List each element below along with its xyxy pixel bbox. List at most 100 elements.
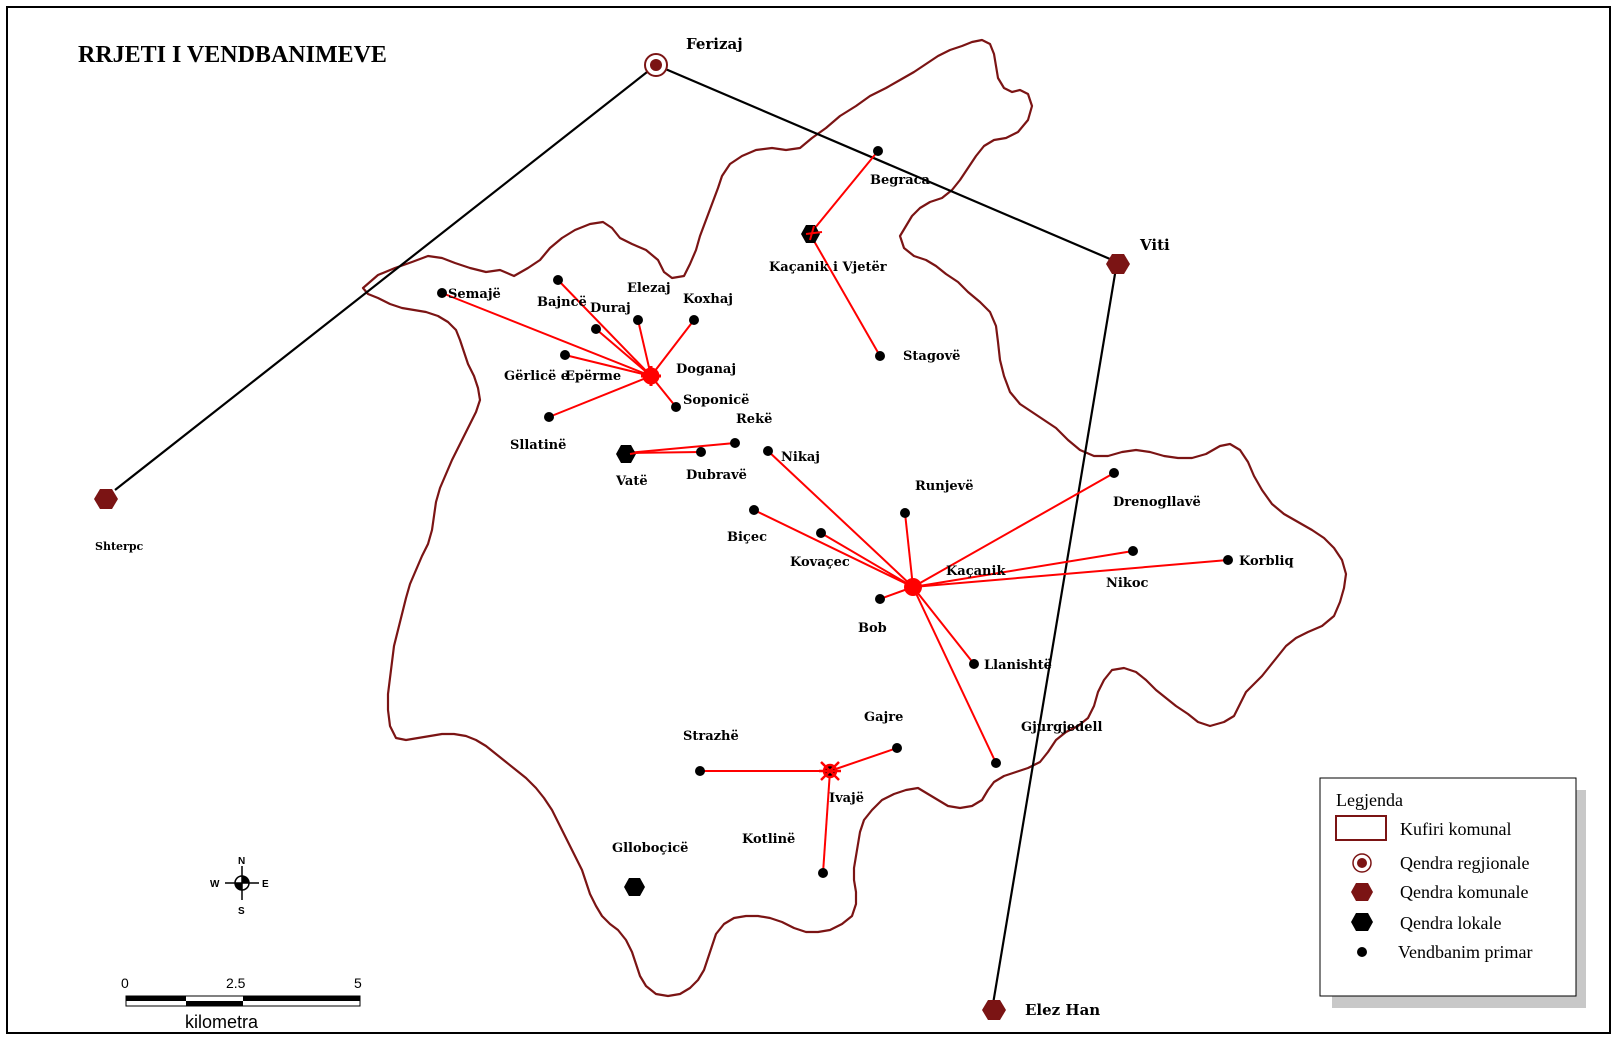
municipal-center-shterpc-icon[interactable] — [94, 489, 118, 509]
label-bicec: Biçec — [727, 530, 767, 545]
link — [441, 292, 652, 377]
local-center-gllobocice-icon[interactable] — [624, 878, 645, 896]
link — [822, 770, 831, 874]
label-gajre: Gajre — [864, 710, 903, 725]
link — [809, 150, 879, 235]
settlement-dot-koxhaj[interactable] — [689, 315, 699, 325]
hub-kacanik-icon[interactable] — [904, 578, 922, 596]
settlement-dot-sllatine[interactable] — [544, 412, 554, 422]
link — [637, 319, 652, 377]
label-runjeve: Runjevë — [915, 479, 974, 494]
label-elezaj: Elezaj — [627, 281, 671, 296]
municipal-center-elez-han-icon[interactable] — [982, 1000, 1006, 1020]
label-stagove: Stagovë — [903, 349, 960, 364]
legend-item-border: Kufiri komunal — [1400, 819, 1511, 839]
settlement-dot-stagove[interactable] — [875, 351, 885, 361]
link — [820, 532, 914, 588]
settlement-dot-bob[interactable] — [875, 594, 885, 604]
settlement-dot-runjeve[interactable] — [900, 508, 910, 518]
link — [557, 279, 652, 377]
label-vate: Vatë — [615, 474, 648, 489]
hub-ivaje-icon[interactable] — [819, 761, 841, 781]
map-title: RRJETI I VENDBANIMEVE — [78, 42, 387, 68]
settlement-dot-kotline[interactable] — [818, 868, 828, 878]
settlement-dot-duraj[interactable] — [591, 324, 601, 334]
municipal-centers — [94, 254, 1130, 1020]
settlement-dot-elezaj[interactable] — [633, 315, 643, 325]
label-gjurgjedell: Gjurgjedell — [1021, 720, 1102, 735]
label-reke: Rekë — [736, 412, 772, 427]
settlement-dot-soponice[interactable] — [671, 402, 681, 412]
label-gllobocice: Glloboçicë — [612, 841, 688, 856]
settlement-dot-semaje[interactable] — [437, 288, 447, 298]
link — [767, 450, 914, 588]
scale-tick-end: 5 — [354, 975, 362, 991]
label-shterpc: Shterpc — [95, 540, 144, 553]
municipal-border — [361, 38, 1348, 998]
settlement-dot-drenogllave[interactable] — [1109, 468, 1119, 478]
regional-center-ferizaj-icon[interactable] — [644, 53, 668, 77]
scale-tick-0: 0 — [121, 975, 129, 991]
legend-item-regional: Qendra regjionale — [1400, 853, 1529, 873]
settlement-dot-bicec[interactable] — [749, 505, 759, 515]
label-duraj: Duraj — [590, 301, 631, 316]
hub-doganaj-icon[interactable] — [641, 366, 661, 386]
label-ivaje: Ivajë — [829, 791, 864, 806]
link — [626, 442, 736, 454]
label-koxhaj: Koxhaj — [683, 292, 733, 307]
link — [912, 586, 997, 764]
link — [912, 559, 1229, 588]
regional-roads — [114, 63, 1119, 1005]
compass-w: W — [210, 879, 220, 890]
local-center-vate-icon[interactable] — [616, 445, 636, 463]
label-korbliq: Korbliq — [1239, 554, 1294, 569]
municipal-center-viti-icon[interactable] — [1106, 254, 1130, 274]
scale-bar: 0 2.5 5 kilometra — [121, 975, 362, 1032]
label-llanishte: Llanishtë — [984, 658, 1052, 673]
compass-e: E — [262, 879, 269, 890]
label-viti: Viti — [1139, 236, 1170, 254]
settlement-dot-llanishte[interactable] — [969, 659, 979, 669]
legend-item-primary: Vendbanim primar — [1398, 942, 1532, 962]
settlement-dot-bajnce[interactable] — [553, 275, 563, 285]
label-eperme: Epërme — [565, 369, 621, 384]
label-dubrave: Dubravë — [686, 468, 747, 483]
label-bob: Bob — [858, 621, 887, 636]
primary-settlements — [437, 146, 1233, 878]
label-nikaj: Nikaj — [781, 450, 820, 465]
legend: Legjenda Kufiri komunal Qendra regjional… — [1319, 777, 1586, 1008]
label-kacanik: Kaçanik — [946, 564, 1006, 579]
settlement-dot-nikaj[interactable] — [763, 446, 773, 456]
legend-item-local: Qendra lokale — [1400, 913, 1501, 933]
link — [753, 509, 914, 588]
label-kacanik-i-vjeter: Kaçanik i Vjetër — [769, 260, 887, 275]
settlement-dot-strazhe[interactable] — [695, 766, 705, 776]
label-sllatine: Sllatinë — [510, 438, 566, 453]
settlement-dot-korbliq[interactable] — [1223, 555, 1233, 565]
link — [809, 233, 881, 357]
label-bajnce: Bajncë — [537, 295, 587, 310]
settlement-dot-gerlice[interactable] — [560, 350, 570, 360]
settlement-dot-nikoc[interactable] — [1128, 546, 1138, 556]
link — [650, 319, 695, 377]
link — [912, 586, 975, 665]
legend-border-swatch — [1335, 815, 1387, 841]
label-elez-han: Elez Han — [1025, 1001, 1100, 1019]
settlement-dot-reke[interactable] — [730, 438, 740, 448]
label-strazhe: Strazhë — [683, 729, 739, 744]
settlement-dot-gjurgjedell[interactable] — [991, 758, 1001, 768]
road-ferizaj-shterpc — [114, 64, 657, 491]
label-soponice: Soponicë — [683, 393, 749, 408]
link — [564, 354, 652, 377]
label-semaje: Semajë — [448, 287, 501, 302]
link — [595, 328, 652, 377]
settlement-dot-kovacec[interactable] — [816, 528, 826, 538]
settlement-dot-dubrave[interactable] — [696, 447, 706, 457]
settlement-dot-gajre[interactable] — [892, 743, 902, 753]
link — [904, 512, 914, 588]
legend-local-icon — [1351, 913, 1373, 931]
settlement-dot-begraca[interactable] — [873, 146, 883, 156]
compass-n: N — [238, 856, 245, 867]
road-viti-elez-han — [991, 261, 1119, 1005]
legend-title: Legjenda — [1336, 790, 1403, 810]
